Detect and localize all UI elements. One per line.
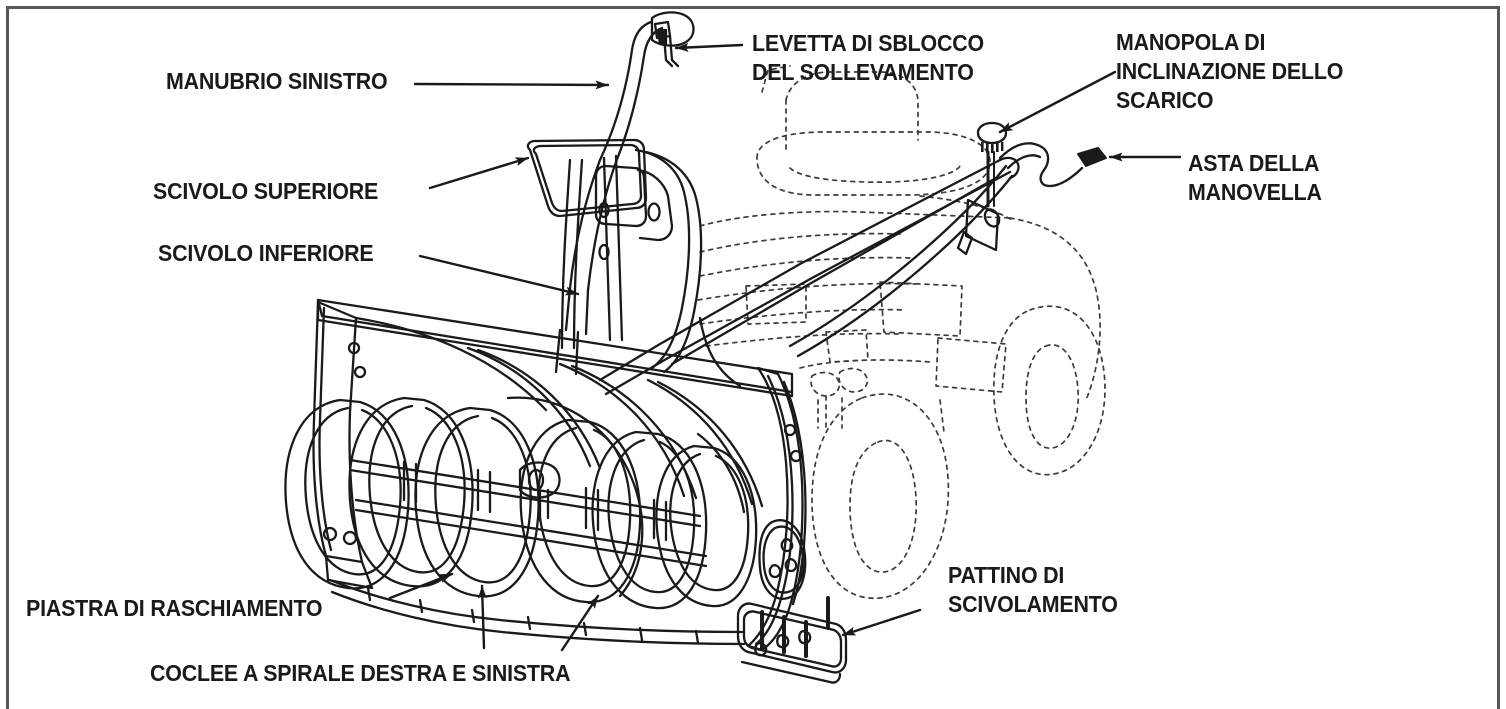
leader-upper-chute [428, 156, 530, 190]
label-lift-release-lever: LEVETTA DI SBLOCCO DEL SOLLEVAMENTO [752, 30, 984, 85]
leader-lower-chute [418, 254, 580, 296]
chute-deflector-knob-part [976, 121, 1008, 208]
lower-chute-part [554, 148, 703, 376]
leader-auger-right [560, 594, 600, 652]
leader-deflector-knob [998, 70, 1117, 134]
housing-left-side-plate [312, 300, 374, 590]
leader-left-handlebar [413, 80, 610, 90]
lift-link-arm [598, 156, 1020, 396]
leader-skid-shoe [841, 608, 922, 637]
label-augers: COCLEE A SPIRALE DESTRA E SINISTRA [150, 660, 571, 686]
crank-rod-part [998, 142, 1084, 188]
auger-right-spiral [519, 418, 758, 610]
leader-lines [388, 42, 1182, 652]
label-chute-deflector-knob: MANOPOLA DI INCLINAZIONE DELLO SCARICO [1116, 29, 1344, 113]
label-skid-shoe: PATTINO DI SCIVOLAMENTO [948, 562, 1118, 617]
side-plate-bolts [768, 538, 798, 579]
label-scraper-plate: PIASTRA DI RASCHIAMENTO [26, 595, 323, 621]
leader-auger-center [477, 584, 487, 650]
housing-right-side-plate [746, 366, 807, 652]
leader-scraper-plate [388, 572, 454, 600]
label-upper-chute: SCIVOLO SUPERIORE [153, 178, 379, 204]
housing-top-rail [316, 298, 794, 398]
skid-shoe-bolts [754, 630, 812, 657]
crank-handle-grip [1077, 147, 1107, 167]
leader-lift-release-lever [674, 42, 744, 52]
label-left-handlebar: MANUBRIO SINISTRO [166, 68, 388, 94]
upper-chute-part [526, 138, 648, 218]
label-crank-rod: ASTA DELLA MANOVELLA [1188, 150, 1322, 205]
scraper-plate-part [328, 578, 746, 646]
auger-left-spiral [284, 396, 540, 598]
lift-release-lever-part [656, 28, 680, 68]
label-lower-chute: SCIVOLO INFERIORE [158, 240, 374, 266]
tractor-phantom-outline [697, 65, 1106, 600]
